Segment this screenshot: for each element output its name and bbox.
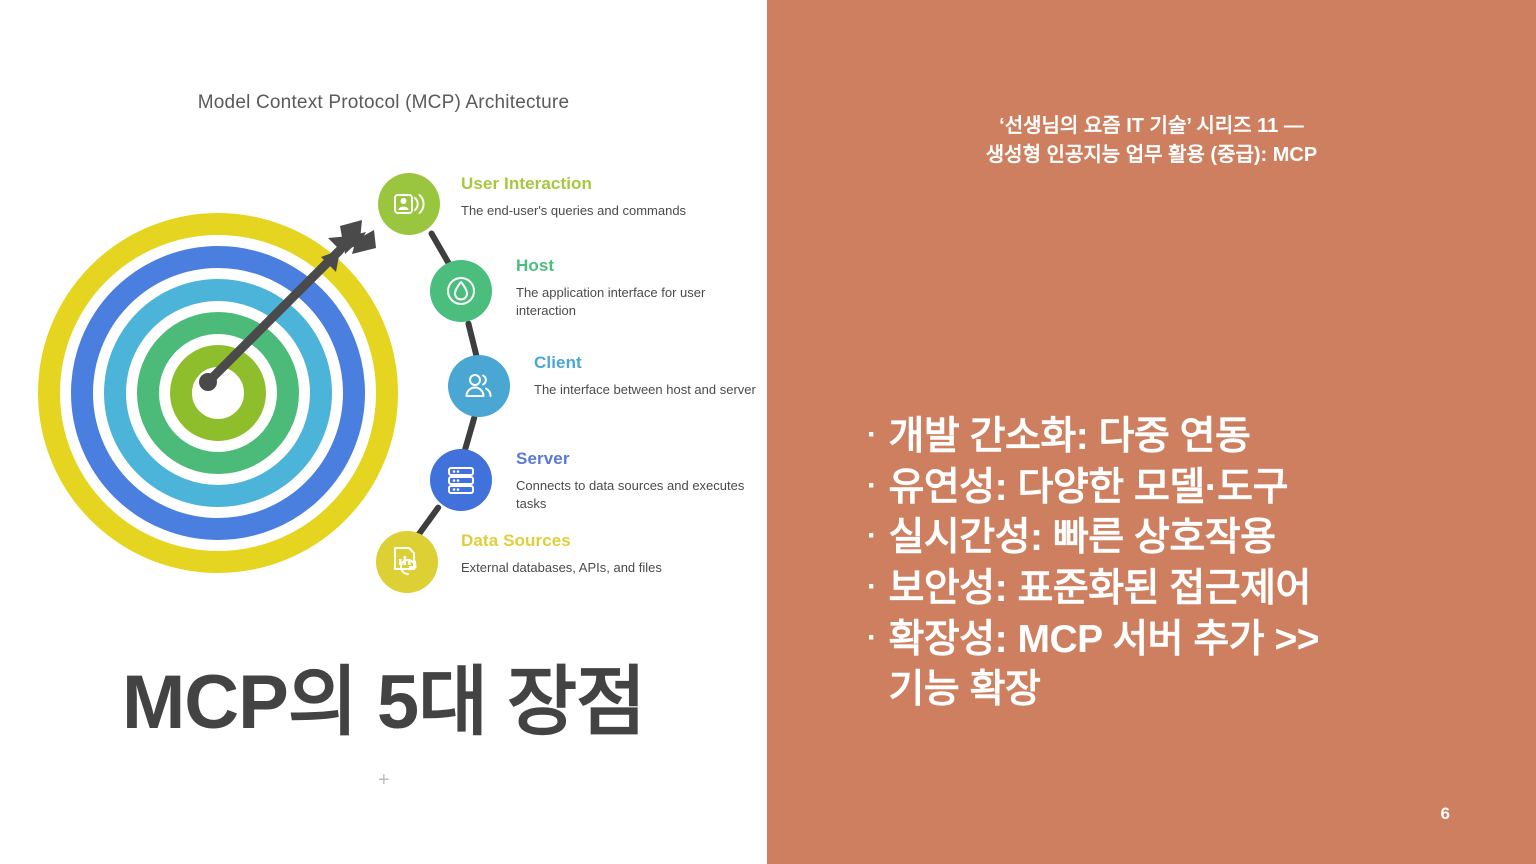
bullet-marker-icon: · [867, 570, 877, 604]
label-server: Server Connects to data sources and exec… [516, 449, 767, 514]
list-item: · 확장성: MCP 서버 추가 >> 기능 확장 [867, 615, 1467, 716]
right-panel: ‘선생님의 요즘 IT 기술’ 시리즈 11 — 생성형 인공지능 업무 활용 … [767, 0, 1536, 864]
label-desc-client: The interface between host and server [534, 382, 756, 397]
label-title-host: Host [516, 256, 555, 275]
user-broadcast-icon [394, 194, 425, 214]
bullet-marker-icon: · [867, 468, 877, 502]
list-item: · 개발 간소화: 다중 연동 [867, 412, 1467, 463]
label-desc-user-interaction: The end-user's queries and commands [461, 203, 687, 218]
label-desc-data-sources: External databases, APIs, and files [461, 560, 662, 575]
label-title-client: Client [534, 353, 582, 372]
left-panel: Model Context Protocol (MCP) Architectur… [0, 0, 767, 864]
plus-mark-left: + [378, 769, 390, 791]
label-title-user-interaction: User Interaction [461, 174, 593, 193]
list-item-label: 유연성: 다양한 모델·도구 [888, 465, 1289, 509]
two-users-icon [465, 374, 492, 397]
label-title-data-sources: Data Sources [461, 531, 571, 550]
node-user-interaction [378, 173, 440, 235]
label-data-sources: Data Sources External databases, APIs, a… [461, 531, 662, 577]
bullet-marker-icon: · [867, 418, 877, 451]
label-desc-host: The application interface for user inter… [516, 285, 706, 319]
page-title: MCP의 5대 장점 [121, 660, 646, 745]
node-client [448, 355, 510, 417]
bullseye-target-graphic [38, 213, 398, 573]
server-rack-icon [448, 467, 474, 494]
list-item-label: 개발 간소화: 다중 연동 [888, 415, 1251, 458]
label-title-server: Server [516, 449, 570, 468]
list-item-label: 실시간성: 빠른 상호작용 [888, 516, 1276, 560]
arrow-icon [199, 220, 376, 391]
bullet-marker-icon: · [867, 620, 877, 654]
droplet-circle-icon [447, 277, 475, 305]
page-number: 6 [1440, 804, 1450, 823]
label-user-interaction: User Interaction The end-user's queries … [461, 174, 686, 220]
node-data-sources [376, 531, 438, 593]
series-header-line-2: 생성형 인공지능 업무 활용 (중급): MCP [985, 144, 1318, 166]
list-item: · 보안성: 표준화된 접근제어 [867, 564, 1467, 615]
document-chart-refresh-icon [394, 547, 417, 575]
node-host [430, 260, 492, 322]
label-client: Client The interface between host and se… [534, 353, 756, 399]
target-ring-center [170, 345, 266, 441]
list-item: · 유연성: 다양한 모델·도구 [867, 463, 1467, 514]
list-item-label: 확장성: MCP 서버 추가 >> 기능 확장 [888, 617, 1320, 712]
series-header-line-1: ‘선생님의 요즘 IT 기술’ 시리즈 11 — [999, 115, 1304, 137]
label-host: Host The application interface for user … [516, 256, 767, 321]
node-server [430, 449, 492, 511]
label-desc-server: Connects to data sources and executes ta… [516, 478, 745, 512]
series-header: ‘선생님의 요즘 IT 기술’ 시리즈 11 — 생성형 인공지능 업무 활용 … [767, 112, 1536, 170]
bullet-marker-icon: · [867, 519, 877, 553]
list-item: · 실시간성: 빠른 상호작용 [867, 513, 1467, 564]
advantages-list: · 개발 간소화: 다중 연동 · 유연성: 다양한 모델·도구 · 실시간성:… [867, 412, 1467, 716]
diagram-title: Model Context Protocol (MCP) Architectur… [197, 92, 570, 113]
list-item-label: 보안성: 표준화된 접근제어 [888, 567, 1312, 611]
